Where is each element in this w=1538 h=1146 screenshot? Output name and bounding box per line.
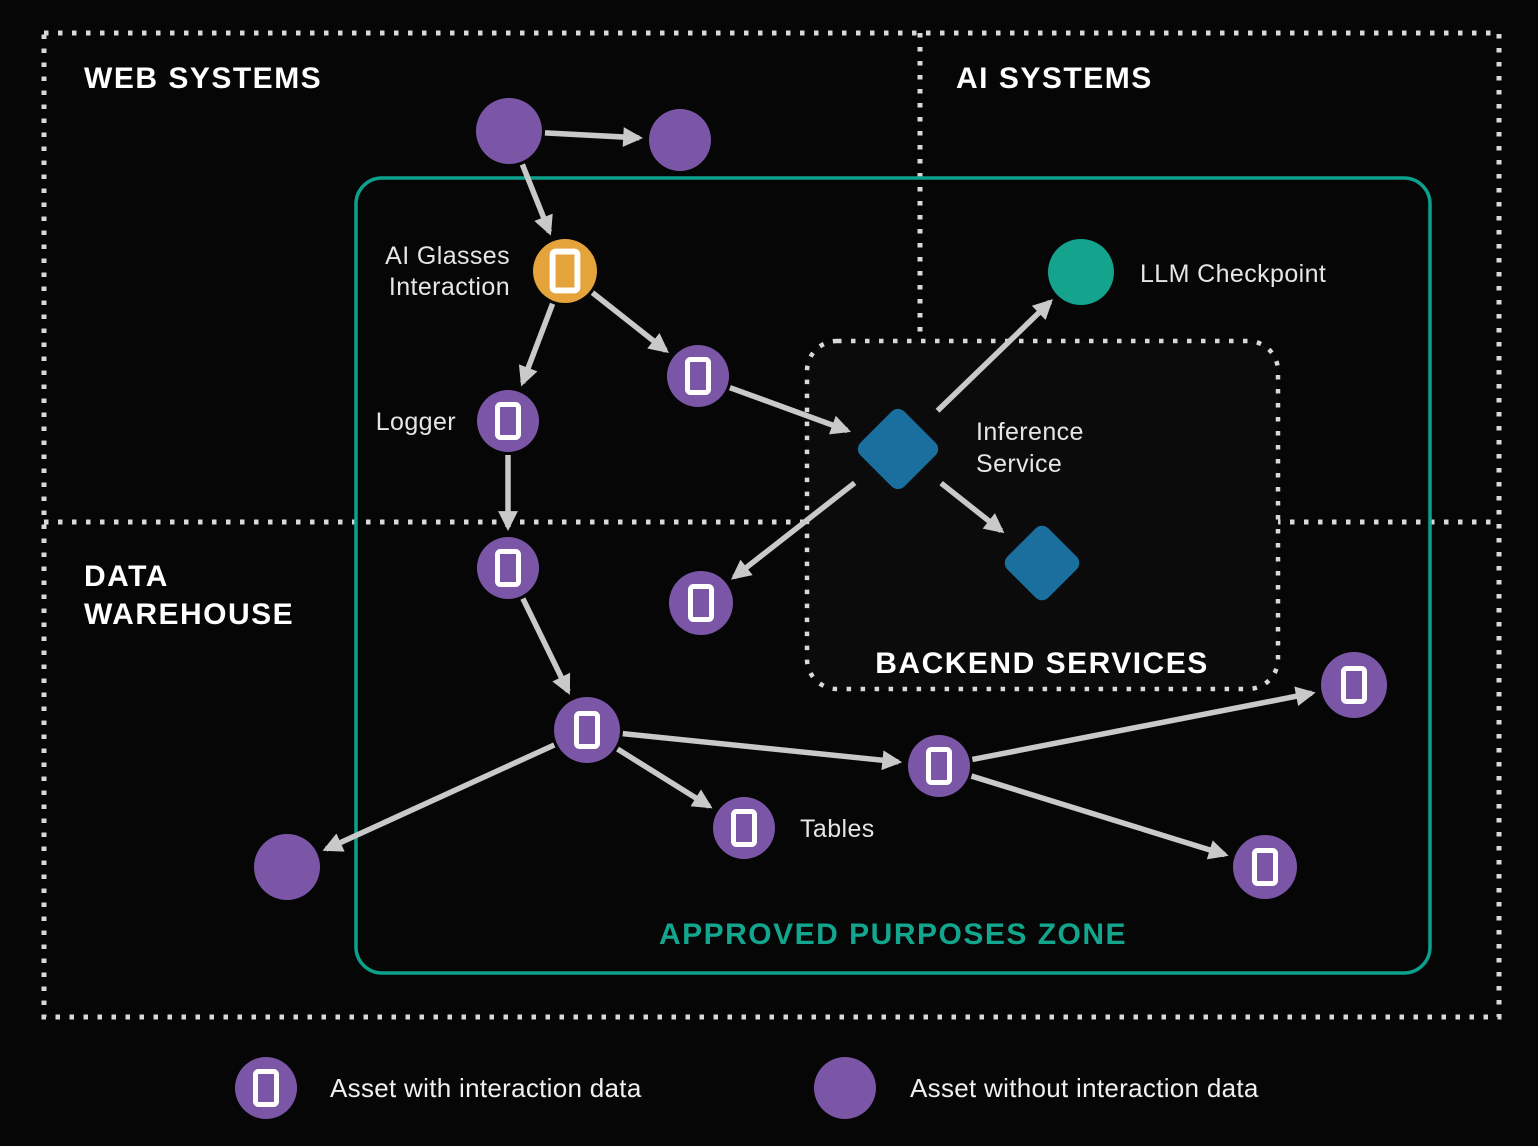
asset-circle [477,537,539,599]
node-asset-b [477,537,539,599]
data-warehouse-title-line1: DATA [84,560,169,593]
node-ai-glasses [533,239,597,303]
interaction-asset-icon [1252,848,1278,886]
nodes [254,98,1387,900]
edge-hub-to-plain-left-arrow [322,742,556,852]
edges [322,127,1316,860]
node-tables [713,797,775,859]
ai-glasses-label-line1: AI Glasses [385,242,510,270]
legend-asset-with: Asset with interaction data [235,1057,642,1119]
legend-asset-with-label: Asset with interaction data [330,1073,642,1103]
approved-zone-title: APPROVED PURPOSES ZONE [659,918,1127,951]
asset-circle [477,390,539,452]
legend-asset-without: Asset without interaction data [814,1057,1259,1119]
edge-inference-service-to-llm-checkpoint-arrow [935,299,1053,413]
asset-circle [667,345,729,407]
node-web-asset-1 [476,98,542,164]
backend-services-zone-border [804,338,1281,692]
zones [41,30,1502,1020]
edge-ai-glasses-to-logger-arrow [518,302,556,387]
node-llm-checkpoint [1048,239,1114,305]
interaction-asset-icon [253,1069,279,1107]
asset-circle [1233,835,1297,899]
tables-label: Tables [800,815,875,843]
legend-asset-without-label: Asset without interaction data [910,1073,1259,1103]
interaction-asset-icon [1341,666,1367,704]
interaction-asset-icon [685,357,711,395]
asset-circle [554,697,620,763]
legend-asset-without-circle [814,1057,876,1119]
outer-zone-dotted-border [41,30,1502,1020]
inference-service-label-line2: Service [976,450,1062,478]
interaction-asset-icon [495,402,521,440]
edge-hub-to-tables-arrow [616,746,713,809]
interaction-asset-icon [495,549,521,587]
interaction-asset-icon [731,809,757,847]
edge-web-asset-1-to-ai-glasses-arrow [519,163,553,236]
interaction-asset-icon [574,711,600,749]
node-bottom-right [1233,835,1297,899]
edge-hub-right-to-top-right-arrow [971,686,1316,763]
web-systems-title: WEB SYSTEMS [84,62,322,95]
asset-circle [1321,652,1387,718]
inference-service-label-line1: Inference [976,418,1084,446]
asset-circle [908,735,970,797]
asset-circle [533,239,597,303]
edge-ai-glasses-to-asset-a-arrow [590,290,669,354]
llm-checkpoint-circle [1048,239,1114,305]
interaction-asset-icon [549,248,581,294]
edge-asset-a-to-inference-service-arrow [728,385,851,435]
node-asset-c [669,571,733,635]
data-warehouse-title-line2: WAREHOUSE [84,598,294,631]
node-logger [477,390,539,452]
node-hub-right [908,735,970,797]
edge-asset-b-to-hub-arrow [520,597,571,695]
node-top-right [1321,652,1387,718]
ai-glasses-label-line2: Interaction [389,273,510,301]
ai-systems-title: AI SYSTEMS [956,62,1153,95]
interaction-asset-icon [926,747,952,785]
interaction-asset-icon [688,584,714,622]
legend: Asset with interaction data Asset without… [235,1057,1259,1119]
asset-circle [669,571,733,635]
legend-asset-with-circle [235,1057,297,1119]
llm-checkpoint-label: LLM Checkpoint [1140,260,1326,288]
node-asset-a [667,345,729,407]
edge-inference-service-to-asset-c-arrow [730,480,857,580]
edge-hub-to-hub-right-arrow [622,730,903,771]
service-diamond-shape [1004,525,1080,601]
asset-circle [713,797,775,859]
plain-asset-circle [649,109,711,171]
logger-label: Logger [376,408,456,436]
node-hub [554,697,620,763]
edge-web-asset-1-to-web-asset-2-arrow [544,127,644,147]
labels: WEB SYSTEMS AI SYSTEMS DATA WAREHOUSE BACKEN… [84,62,1326,951]
approved-purposes-zone-border [354,176,1432,975]
node-plain-left [254,834,320,900]
edge-inference-service-to-diamond-2-arrow [939,480,1005,534]
node-inference-service [857,408,939,490]
plain-asset-circle [254,834,320,900]
node-diamond-2 [1004,525,1080,601]
plain-asset-circle [476,98,542,164]
edge-hub-right-to-bottom-right-arrow [970,773,1229,860]
service-diamond-shape [857,408,939,490]
node-web-asset-2 [649,109,711,171]
backend-services-title: BACKEND SERVICES [875,647,1209,680]
